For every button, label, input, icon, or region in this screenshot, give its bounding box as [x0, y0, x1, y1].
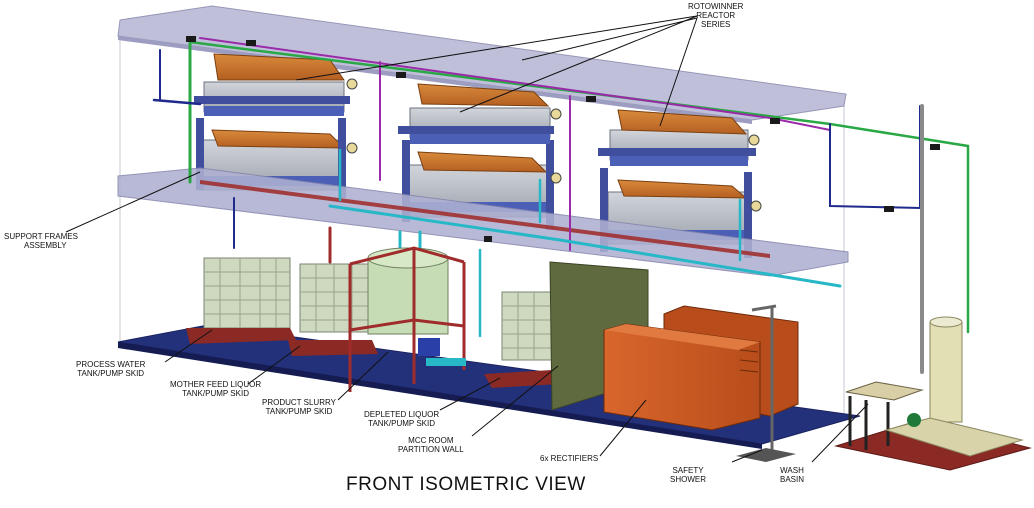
label-line: TANK/PUMP SKID [368, 419, 435, 428]
middle-platform [117, 167, 849, 277]
reactor-module [598, 109, 756, 166]
rectifier-cabinets [603, 305, 799, 431]
valve-fittings [186, 36, 940, 242]
product-slurry-tank [348, 246, 466, 392]
label-safety-shower: SAFETY SHOWER [670, 466, 706, 484]
reactor-pumps [346, 78, 762, 212]
label-line: SHOWER [670, 475, 706, 484]
label-line: ROTOWINNER [688, 2, 744, 11]
depleted-liquor-ibc [484, 291, 560, 388]
view-title: FRONT ISOMETRIC VIEW [346, 474, 586, 495]
label-rotowinner: ROTOWINNER REACTOR SERIES [688, 2, 743, 29]
reactors-lower-row [196, 118, 752, 258]
label-process-water: PROCESS WATER TANK/PUMP SKID [76, 360, 145, 378]
label-line: SAFETY [672, 466, 704, 475]
label-line: TANK/PUMP SKID [265, 407, 333, 416]
label-depleted-liquor: DEPLETED LIQUOR TANK/PUMP SKID [364, 410, 439, 428]
wash-basin-unit [845, 316, 1024, 457]
label-line: SUPPORT FRAMES [4, 232, 78, 241]
label-line: SERIES [701, 20, 731, 29]
label-product-slurry: PRODUCT SLURRY TANK/PUMP SKID [262, 398, 336, 416]
label-line: WASH [780, 466, 804, 475]
mother-feed-ibc [288, 263, 378, 356]
reactor-module [194, 53, 350, 116]
label-wash-basin: WASH BASIN [780, 466, 804, 484]
label-line: 6x RECTIFIERS [540, 454, 599, 463]
label-line: REACTOR [696, 11, 736, 20]
safety-shower [736, 304, 796, 462]
label-line: TANK/PUMP SKID [182, 389, 249, 398]
label-line: DEPLETED LIQUOR [364, 410, 440, 419]
label-rectifiers: 6x RECTIFIERS [540, 454, 598, 463]
label-line: PRODUCT SLURRY [262, 398, 336, 407]
label-line: MCC ROOM [408, 436, 454, 445]
label-line: ASSEMBLY [24, 241, 67, 250]
label-line: PARTITION WALL [398, 445, 464, 454]
label-line: TANK/PUMP SKID [77, 369, 145, 378]
label-support-frames: SUPPORT FRAMES ASSEMBLY [4, 232, 78, 250]
label-line: MOTHER FEED LIQUOR [170, 380, 262, 389]
label-line: PROCESS WATER [76, 360, 146, 369]
label-mcc-room: MCC ROOM PARTITION WALL [398, 436, 464, 454]
reactor-module [398, 83, 554, 144]
leader-lines [65, 15, 869, 463]
process-water-ibc [186, 257, 296, 344]
label-mother-feed: MOTHER FEED LIQUOR TANK/PUMP SKID [170, 380, 261, 398]
label-line: BASIN [780, 475, 805, 484]
reactors-upper-row [194, 53, 756, 166]
